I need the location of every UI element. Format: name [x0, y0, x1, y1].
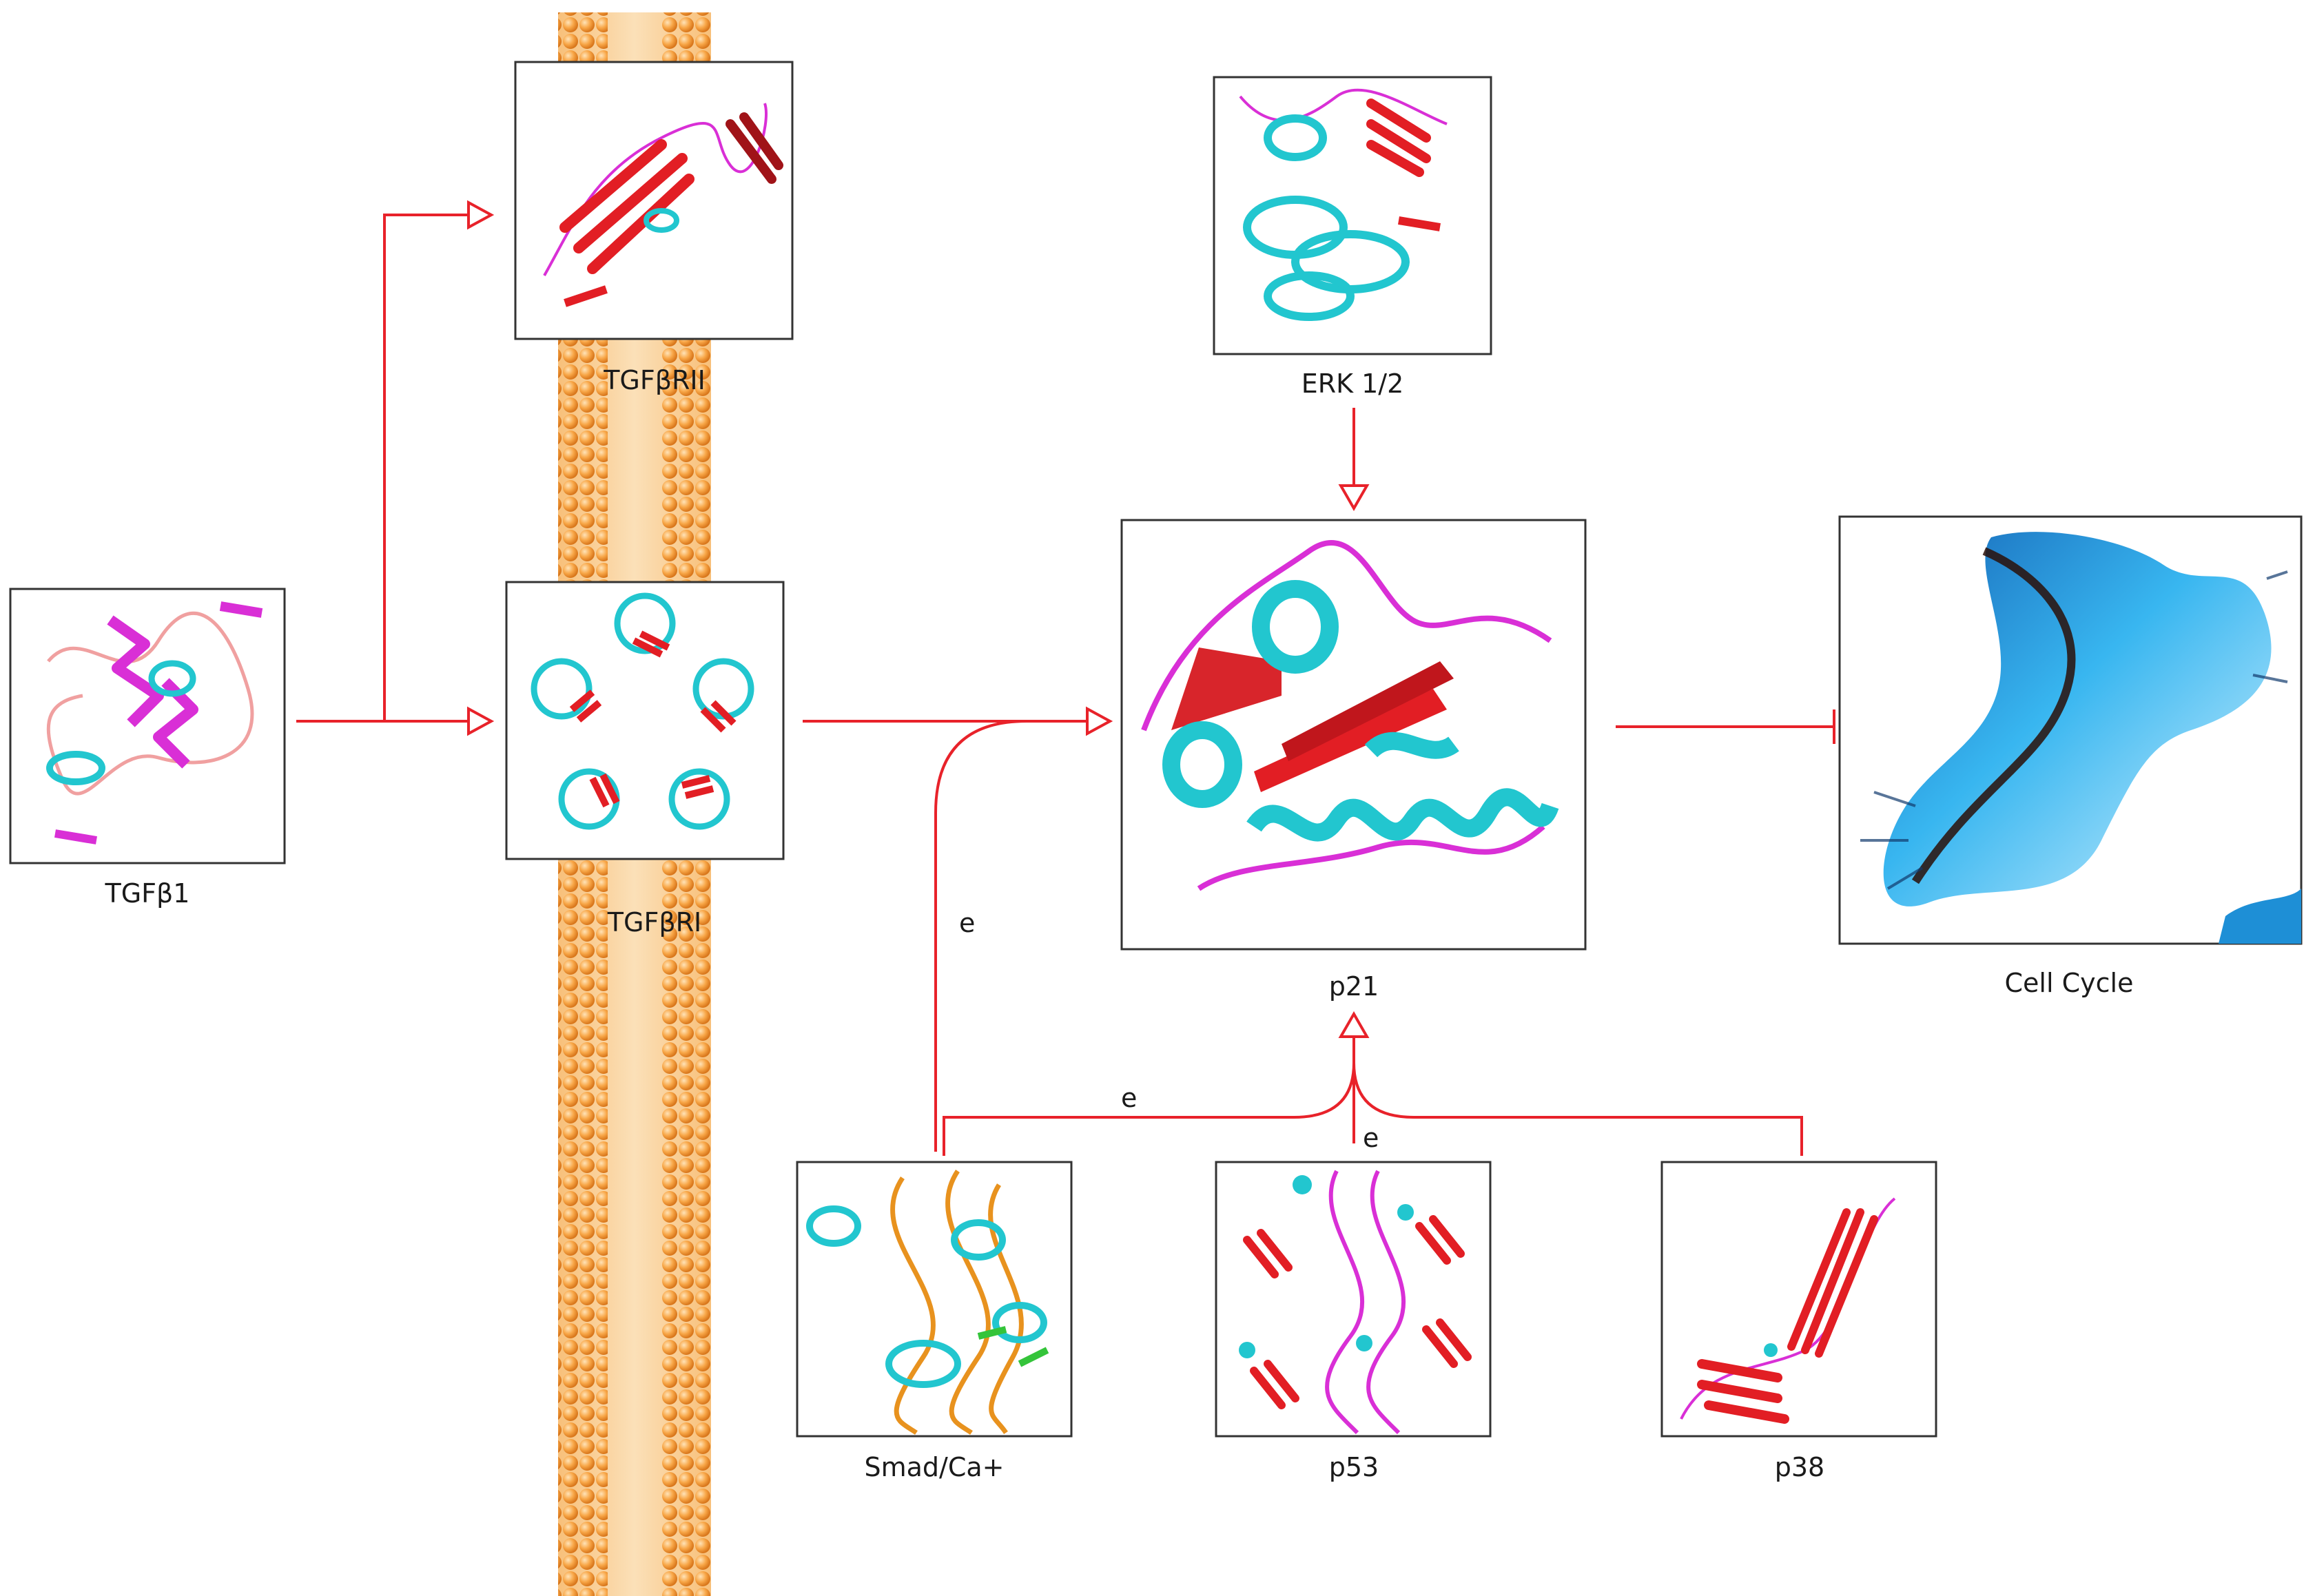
label-p53: p53: [1329, 1452, 1379, 1482]
edge-to-tgfbr2: [383, 214, 469, 721]
node-p21: [1120, 519, 1587, 951]
label-p38: p38: [1775, 1452, 1824, 1482]
protein-structure-icon: [543, 103, 783, 307]
protein-structure-icon: [531, 592, 754, 830]
label-tgfbr1: TGFβRI: [607, 907, 701, 937]
node-p38: [1660, 1161, 1937, 1438]
label-smad: Smad/Ca+: [864, 1452, 1004, 1482]
arrowhead-p21-top: [1338, 484, 1370, 512]
node-tgfbr2: [514, 61, 794, 340]
node-cellcycle: [1838, 515, 2303, 945]
edge-label-smad-hub: e: [1121, 1083, 1137, 1113]
edge-label-smad-p21: e: [959, 908, 975, 938]
arrowhead-p21-left: [1086, 706, 1113, 736]
node-erk: [1213, 76, 1492, 355]
cell-image-icon: [1860, 532, 2301, 944]
node-tgfbr1: [505, 581, 785, 860]
protein-structure-icon: [1680, 1197, 1896, 1424]
label-tgfbr2: TGFβRII: [603, 365, 706, 395]
label-cellcycle: Cell Cycle: [2005, 968, 2134, 998]
edge-label-p53-hub: e: [1363, 1123, 1379, 1153]
arrowhead-p21-bottom: [1338, 1011, 1370, 1038]
arrowhead-tgfbr1: [467, 706, 495, 736]
label-p21: p21: [1329, 971, 1379, 1002]
protein-dna-complex-icon: [806, 1170, 1049, 1435]
label-tgfb1: TGFβ1: [105, 878, 190, 909]
edge-smad-p21: [934, 720, 1087, 1152]
node-tgfb1: [9, 588, 286, 864]
arrowhead-tgfbr2: [467, 200, 495, 230]
protein-structure-icon: [46, 601, 263, 844]
label-erk: ERK 1/2: [1301, 369, 1404, 399]
protein-structure-icon: [1141, 540, 1559, 891]
node-smad: [796, 1161, 1073, 1438]
edges-layer: [296, 200, 1835, 1156]
edge-p38-hub: [1352, 1062, 1803, 1156]
node-p53: [1215, 1161, 1492, 1438]
protein-dna-complex-icon: [1239, 1170, 1472, 1435]
edge-smad-hub: [943, 1062, 1355, 1156]
protein-structure-icon: [1239, 88, 1448, 321]
